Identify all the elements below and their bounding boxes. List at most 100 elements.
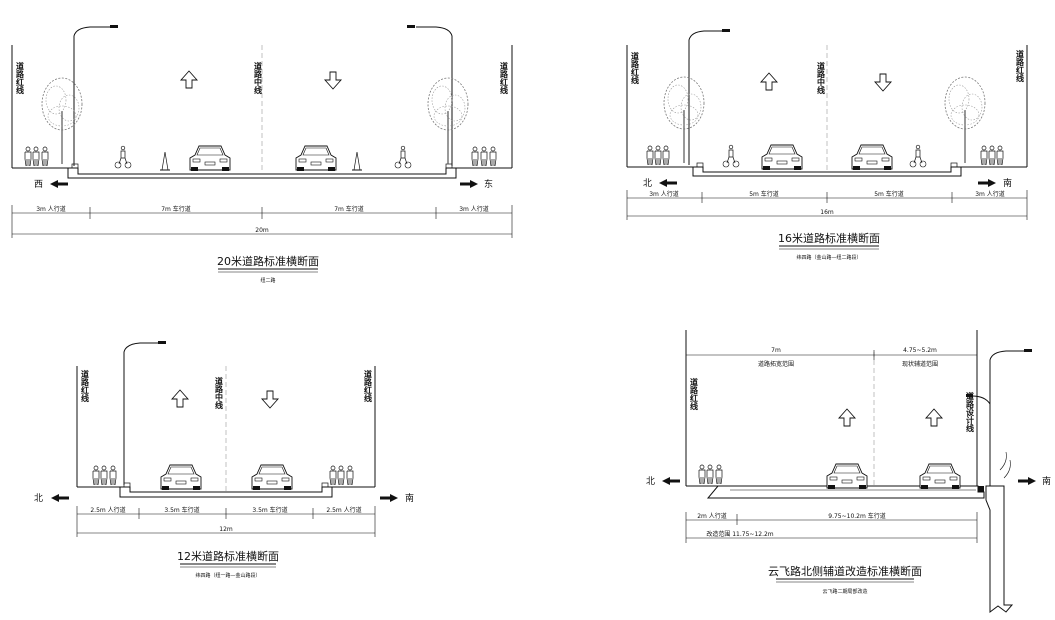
bicycle-icon <box>909 144 927 168</box>
section-subtitle: 纬四路（纽一路—金山路段） <box>195 572 260 579</box>
top-range-label: 现状辅道范围 <box>902 360 938 368</box>
arrow-right-icon <box>460 180 478 188</box>
segment-label: 3m 人行道 <box>975 190 1005 198</box>
section-16m: 道路红线 道路中线 道路红线 北 南 3m 人行道 5m 车行 <box>626 29 1028 261</box>
pedestrian-icon <box>489 146 497 167</box>
right-design-line-label: 道路设计线 <box>965 391 975 433</box>
segment-label: 3.5m 车行道 <box>252 506 287 514</box>
tree-icon <box>944 76 986 164</box>
up-arrow-icon <box>760 72 778 91</box>
left-direction-label: 北 <box>34 493 43 504</box>
segment-label: 5m 车行道 <box>749 190 779 198</box>
curb-left <box>71 163 79 169</box>
left-direction-label: 北 <box>643 178 652 189</box>
up-arrow-icon <box>838 408 856 427</box>
right-direction-label: 南 <box>1003 177 1012 189</box>
left-direction-label: 西 <box>34 179 43 190</box>
top-segment-label: 7m <box>771 347 781 354</box>
pedestrian-icon <box>471 146 479 167</box>
street-light-right <box>989 350 1024 486</box>
street-light-arm <box>971 395 991 405</box>
right-direction-label: 东 <box>484 178 493 190</box>
pedestrian-icon <box>109 465 117 486</box>
curb-right <box>321 482 329 488</box>
right-redline-label: 道路红线 <box>1015 49 1025 83</box>
car-icon <box>295 145 337 172</box>
left-redline-label: 道路红线 <box>15 61 25 95</box>
section-title: 16米道路标准横断面 <box>778 231 880 245</box>
up-arrow-icon <box>171 389 189 408</box>
left-redline-label: 道路红线 <box>630 51 640 85</box>
pedestrian-icon <box>980 145 988 166</box>
car-icon <box>251 464 293 491</box>
curb-left <box>696 162 704 168</box>
arrow-left-icon <box>50 180 68 188</box>
up-arrow-icon <box>180 70 198 89</box>
segment-label: 5m 车行道 <box>874 190 904 198</box>
section-20m: 道路红线 道路中线 道路红线 西 <box>11 25 513 284</box>
down-arrow-icon <box>324 71 342 90</box>
bicycle-icon <box>394 145 412 169</box>
segment-label: 7m 车行道 <box>161 205 191 213</box>
right-redline-label: 道路红线 <box>363 369 373 403</box>
down-arrow-icon <box>874 73 892 92</box>
right-direction-label: 南 <box>405 492 414 504</box>
pedestrian-icon <box>988 145 996 166</box>
car-icon <box>919 463 961 490</box>
up-arrow-icon <box>925 408 943 427</box>
pedestrian-icon <box>654 145 662 166</box>
arrow-left-icon <box>662 477 680 485</box>
pedestrian-icon <box>337 465 345 486</box>
segment-label: 9.75~10.2m 车行道 <box>828 512 886 520</box>
section-subtitle: 纬四路（金山路—纽二路段） <box>796 254 861 261</box>
lamp-head-left <box>110 25 118 28</box>
street-light-left <box>73 26 110 166</box>
street-light <box>688 30 722 165</box>
bicycle-icon <box>114 145 132 169</box>
pedestrian-icon <box>662 145 670 166</box>
section-subtitle: 纽二路 <box>260 277 275 284</box>
right-direction-label: 南 <box>1042 475 1051 487</box>
left-redline-label: 道路红线 <box>689 377 699 411</box>
right-redline-label: 道路红线 <box>499 61 509 95</box>
down-arrow-icon <box>261 390 279 409</box>
street-light <box>123 342 158 485</box>
segment-label: 3m 人行道 <box>459 205 489 213</box>
pedestrian-icon <box>646 145 654 166</box>
curb-left <box>123 482 131 488</box>
top-range-label: 道路拓宽范围 <box>758 360 794 368</box>
top-segment-label: 4.75~5.2m <box>903 347 937 354</box>
hedge-shrub <box>999 451 1011 479</box>
segment-label: 2.5m 人行道 <box>326 506 361 514</box>
section-title: 20米道路标准横断面 <box>217 254 319 268</box>
arrow-left-icon <box>51 494 69 502</box>
lamp-head-right <box>407 25 415 28</box>
lamp-head <box>722 29 730 32</box>
car-icon <box>160 464 202 491</box>
lamp-head <box>1024 349 1032 352</box>
segment-label: 3m 人行道 <box>649 190 679 198</box>
segment-label: 7m 车行道 <box>334 205 364 213</box>
center-line-label: 道路中线 <box>214 376 224 410</box>
total-width-label: 16m <box>820 209 834 216</box>
curb-right <box>445 163 453 169</box>
street-light-right <box>416 26 453 166</box>
arrow-right-icon <box>380 494 398 502</box>
arrow-right-icon <box>1018 477 1036 485</box>
tree-icon <box>663 76 705 164</box>
left-direction-label: 北 <box>646 476 655 487</box>
pedestrian-icon <box>346 465 354 486</box>
segment-label: 3m 人行道 <box>36 205 66 213</box>
segment-label: 2m 人行道 <box>697 512 727 520</box>
tree-icon <box>41 77 83 165</box>
section-subtitle: 云飞路二期局部改造 <box>822 588 867 595</box>
car-icon <box>189 145 231 172</box>
bicycle-icon <box>722 144 740 168</box>
left-redline-label: 道路红线 <box>80 369 90 403</box>
retaining-wall <box>985 485 1014 613</box>
car-icon <box>826 463 868 490</box>
pedestrian-icon <box>996 145 1004 166</box>
cone-icon <box>159 151 171 171</box>
section-yunfei: 7m 4.75~5.2m 道路拓宽范围 现状辅道范围 道路红线 道路设计线 北 … <box>646 330 1051 613</box>
